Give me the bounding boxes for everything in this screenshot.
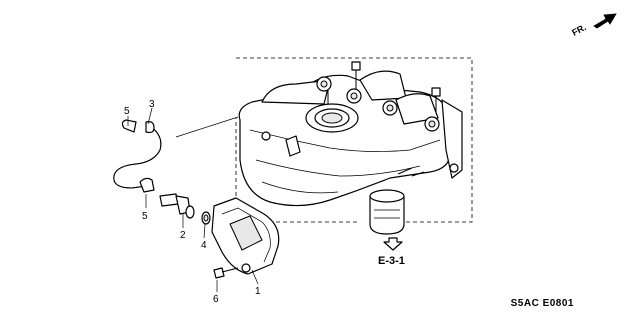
diagram-code: S5AC E0801	[511, 298, 574, 309]
leader-1	[251, 269, 259, 285]
pcv-cover-assembly	[211, 197, 280, 279]
callout-5-top: 5	[124, 106, 130, 117]
front-arrow-icon	[593, 13, 617, 29]
section-reference: E-3-1	[378, 237, 405, 267]
leader-3	[147, 107, 153, 125]
callout-6: 6	[213, 294, 219, 305]
front-direction-indicator: FR.	[570, 13, 617, 38]
callout-3: 3	[149, 99, 155, 110]
callout-5-bottom: 5	[142, 211, 148, 222]
intake-manifold	[238, 61, 463, 235]
leader-4	[203, 223, 206, 239]
callout-4: 4	[201, 240, 207, 251]
vacuum-hose-assembly	[113, 119, 162, 193]
callout-1: 1	[255, 286, 261, 297]
reference-arrow-icon	[383, 237, 403, 251]
reference-label: E-3-1	[378, 255, 405, 267]
front-direction-label: FR.	[570, 22, 587, 38]
callout-2: 2	[180, 230, 186, 241]
pcv-valve-assembly	[159, 193, 211, 225]
hose-leader-line	[175, 116, 239, 138]
